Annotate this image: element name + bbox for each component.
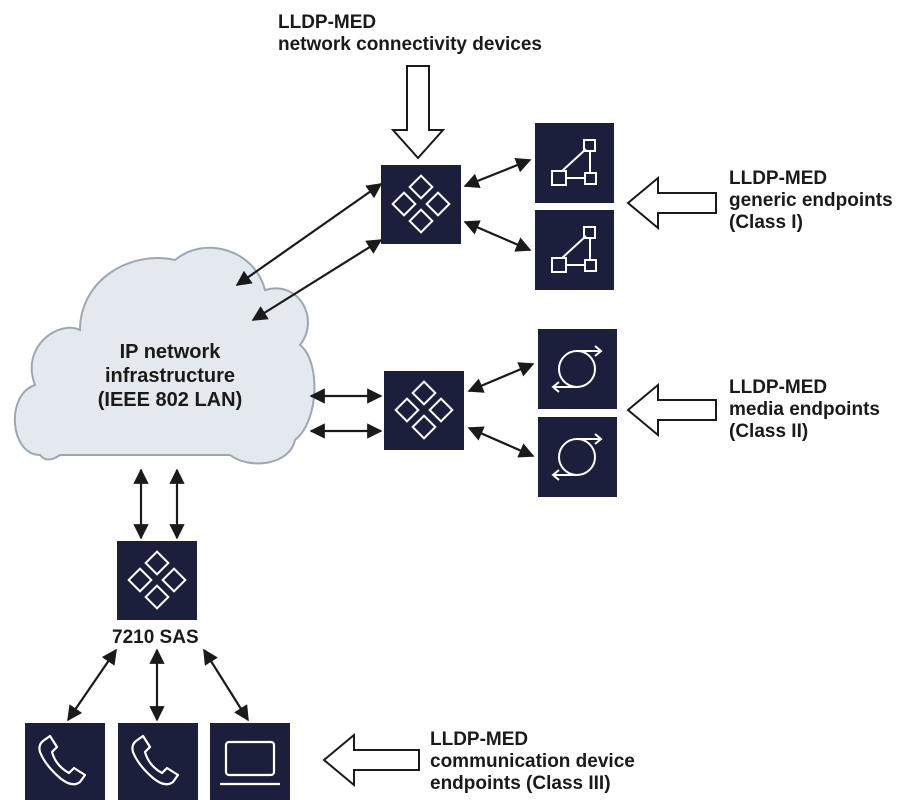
media-endpoints-label: LLDP-MED media endpoints (Class II) [729, 377, 880, 442]
cloud-label: IP network infrastructure (IEEE 802 LAN) [97, 341, 243, 411]
media-endpoint-1 [538, 329, 617, 409]
network-devices-label: LLDP-MED network connectivity devices [278, 12, 542, 55]
phone-icon [38, 734, 87, 786]
media-endpoints-pointer-arrow [626, 382, 717, 438]
generic-endpoints-label: LLDP-MED generic endpoints (Class I) [729, 168, 893, 233]
link-sas-phone1 [67, 648, 117, 722]
link-cloud-switch1-b [251, 239, 383, 321]
generic-endpoint-icon [551, 226, 597, 273]
phone-endpoint-1 [25, 723, 105, 800]
network-switch-top [381, 165, 461, 244]
comm-endpoints-pointer-arrow [322, 732, 420, 788]
generic-endpoint-2 [535, 210, 614, 290]
media-endpoint-2 [538, 417, 617, 497]
phone-icon [131, 734, 180, 786]
link-sas-laptop [203, 648, 249, 722]
media-endpoint-icon [551, 433, 603, 481]
network-switch-middle [384, 371, 464, 450]
media-endpoint-icon [551, 345, 603, 393]
generic-endpoint-icon [551, 139, 597, 186]
generic-endpoint-1 [535, 123, 614, 203]
link-switch1-generic2 [463, 220, 532, 252]
link-switch2-media2 [467, 426, 535, 458]
phone-endpoint-2 [118, 723, 198, 800]
laptop-endpoint [210, 723, 290, 800]
comm-endpoints-label: LLDP-MED communication device endpoints … [430, 729, 635, 794]
link-switch1-generic1 [463, 157, 532, 189]
link-cloud-switch1-a [235, 183, 383, 286]
sas-label: 7210 SAS [112, 627, 199, 648]
laptop-icon [220, 740, 280, 786]
link-switch2-media1 [467, 362, 535, 393]
network-devices-pointer-arrow [390, 65, 446, 160]
sas-switch [117, 541, 197, 620]
generic-endpoints-pointer-arrow [626, 175, 717, 231]
